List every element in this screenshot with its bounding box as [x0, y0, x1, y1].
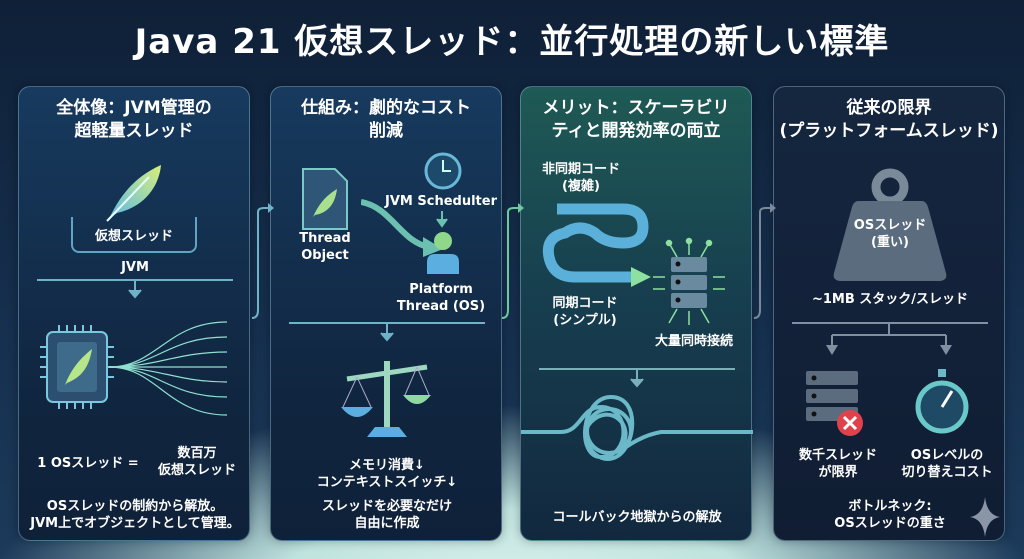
label-line: Platform: [409, 282, 473, 297]
panel-footer: OSスレッドの制約から解放。 JVM上でオブジェクトとして管理。: [19, 498, 251, 532]
panel-benefits: メリット：スケーラビリティと開発効率の両立 非同期コード (複雑) 同期コード (シ…: [520, 86, 753, 541]
panel-overview: 全体像：JVM管理の超軽量スレッド 仮想スレッド JVM 1 OSスレッド = …: [18, 86, 250, 541]
label-line: (重い): [871, 235, 909, 250]
server-network-icon: [653, 237, 725, 325]
cpu-chip-icon: [40, 321, 228, 416]
branch-arrows: [826, 323, 952, 355]
label-line: が限界: [818, 465, 858, 480]
footer-line: OSスレッドの重さ: [834, 516, 946, 531]
vt-bracket: [71, 217, 197, 253]
label-line: OSスレッド: [853, 218, 927, 233]
document-icon: [302, 168, 348, 230]
arrow-down-icon: [630, 370, 644, 388]
heading-line: メリット：スケーラビリ: [542, 98, 730, 118]
feather-icon: [106, 165, 161, 222]
label-line: メモリ消費↓: [349, 458, 425, 473]
stopwatch-icon: [915, 369, 969, 434]
weight-icon: [833, 168, 947, 281]
connections-label: 大量同時接続: [654, 334, 733, 349]
server-error-icon: [806, 371, 863, 436]
footer-line: OSスレッドの制約から解放。: [46, 499, 224, 514]
person-icon: [427, 232, 459, 274]
stack-size-label: ~1MB スタック/スレッド: [811, 292, 969, 307]
divider: [539, 368, 735, 370]
label-line: (複雑): [562, 179, 600, 194]
label-line: OSレベルの: [910, 448, 984, 463]
connector-arrow: [501, 203, 524, 319]
footer-line: 自由に作成: [354, 516, 420, 531]
panel-heading: 仕組み：劇的なコスト削減: [271, 97, 501, 143]
weight-label: OSスレッド (重い): [830, 217, 950, 251]
label-line: 切り替えコスト: [901, 465, 993, 480]
heading-line: 仕組み：劇的なコスト: [301, 98, 471, 118]
balance-label: メモリ消費↓ コンテキストスイッチ↓: [271, 457, 503, 491]
label-line: Thread: [299, 231, 351, 246]
scheduler-label: JVM Schedulter: [385, 194, 497, 209]
label-line: Thread (OS): [396, 299, 486, 314]
curved-arrow: [361, 199, 443, 257]
heading-line: (プラットフォームスレッド): [779, 121, 999, 141]
balance-scale-icon: [341, 361, 431, 437]
panel-footer: コールバック地獄からの解放: [552, 510, 722, 525]
virtual-thread-label: 仮想スレッド: [94, 229, 173, 244]
equation-left: 1 OSスレッド =: [37, 456, 139, 471]
sync-code-label: 同期コード (シンプル): [535, 295, 635, 329]
clock-icon: [424, 152, 462, 190]
panel-heading: メリット：スケーラビリティと開発効率の両立: [521, 97, 751, 143]
panel-heading: 全体像：JVM管理の超軽量スレッド: [19, 97, 249, 143]
label-line: 非同期コード: [541, 162, 620, 177]
divider: [289, 322, 485, 324]
footer-line: JVM上でオブジェクトとして管理。: [30, 516, 240, 531]
heading-line: 超軽量スレッド: [74, 121, 194, 141]
connector-arrow: [753, 203, 776, 319]
async-code-label: 非同期コード (複雑): [531, 161, 631, 195]
footer-line: スレッドを必要なだけ: [321, 499, 452, 514]
winding-path-arrow: [542, 203, 651, 287]
label-line: 数千スレッド: [798, 448, 877, 463]
panel-footer: スレッドを必要なだけ自由に作成: [271, 498, 503, 532]
panel-footer: ボトルネック: OSスレッドの重さ: [774, 498, 1006, 532]
equation-right: 数百万仮想スレッド: [147, 445, 247, 479]
heading-line: 全体像：JVM管理の: [56, 98, 212, 118]
divider: [37, 279, 233, 281]
thread-limit-label: 数千スレッドが限界: [788, 447, 888, 481]
page-title: Java 21 仮想スレッド：並行処理の新しい標準: [134, 22, 890, 62]
heading-line: ティと開発効率の両立: [551, 121, 721, 141]
arrow-down-icon: [436, 211, 448, 228]
arrow-down-icon: [380, 324, 394, 342]
heading-line: 削減: [369, 121, 403, 141]
tangled-knot-icon: [521, 394, 753, 461]
panel-limits: 従来の限界 (プラットフォームスレッド) OSスレッド (重い) ~1MB スタック…: [773, 86, 1005, 541]
sparkle-icon: [970, 497, 1000, 537]
jvm-label: JVM: [121, 260, 149, 275]
label-line: Object: [301, 248, 349, 263]
eq-line: 仮想スレッド: [157, 463, 236, 478]
heading-line: 従来の限界: [846, 98, 932, 118]
connector-arrow: [251, 203, 274, 319]
eq-line: 数百万: [177, 446, 217, 461]
switch-cost-label: OSレベルの切り替えコスト: [892, 447, 1002, 481]
label-line: (シンプル): [553, 313, 617, 328]
footer-line: ボトルネック:: [848, 499, 932, 514]
panel-heading: 従来の限界 (プラットフォームスレッド): [774, 97, 1004, 143]
label-line: コンテキストスイッチ↓: [316, 475, 458, 490]
label-line: 同期コード: [552, 296, 618, 311]
arrow-down-icon: [128, 281, 142, 299]
